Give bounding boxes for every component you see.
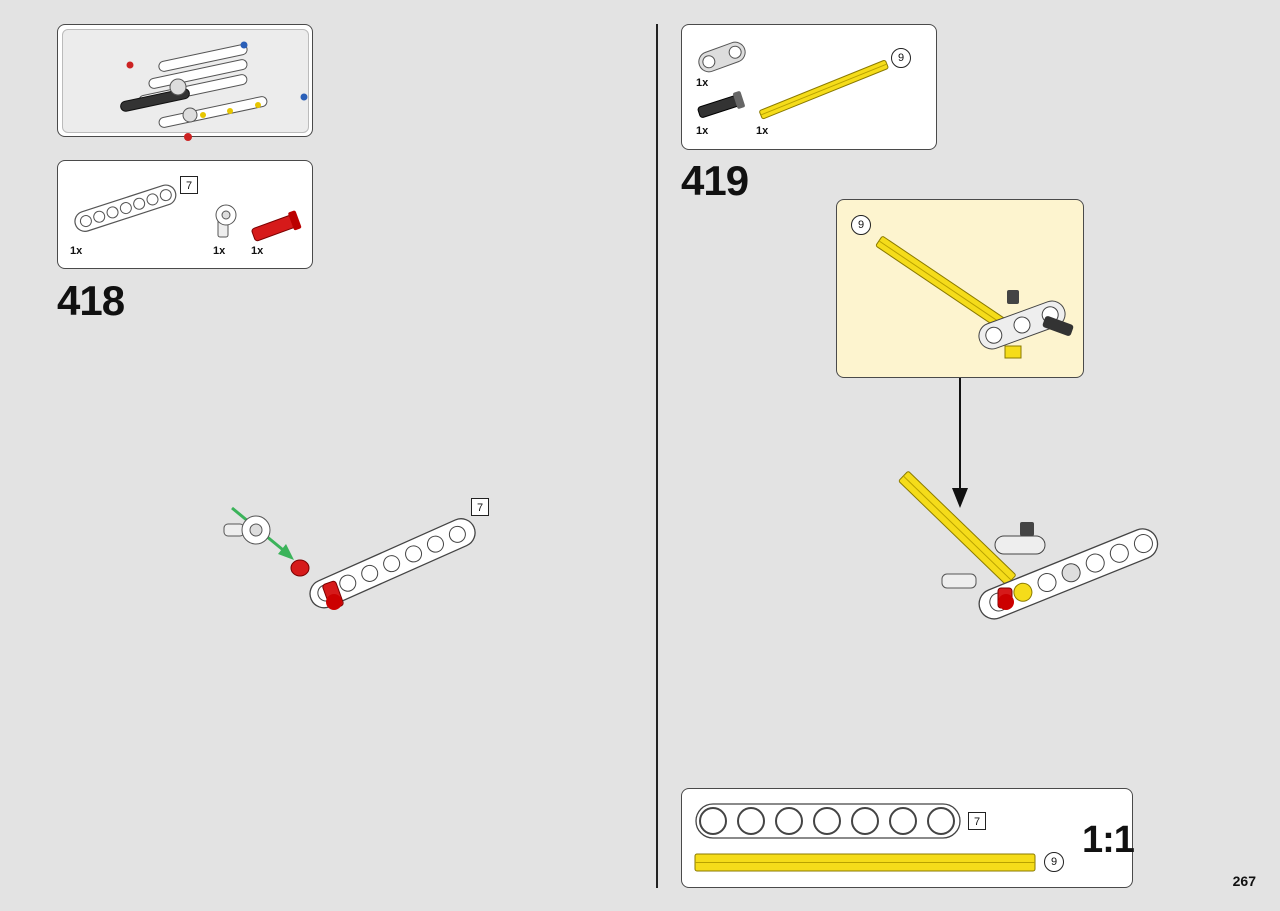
part-qty: 1x [696,77,709,89]
callout-box: 9 [836,199,1084,378]
beam-length-badge: 7 [180,176,198,194]
part-qty: 1x [696,125,709,137]
double-connector-icon [698,41,746,73]
assembly-418 [223,506,476,610]
scale-label: 1:1 [1082,819,1135,861]
part-qty: 1x [756,125,769,137]
step-number-419: 419 [681,157,749,204]
assembly-beam-badge: 7 [471,498,489,516]
parts-list-418: 7 1x 1x 1x [57,160,313,269]
page-divider [656,24,658,888]
callout-arrow [952,378,968,508]
yellow-axle-icon [759,59,889,120]
scale-axle-icon [694,853,1036,872]
beam-7-icon [74,184,177,232]
scale-beam-icon [695,803,961,839]
page-number: 267 [1232,873,1256,889]
assembly-419 [898,471,1159,620]
step-number-418: 418 [57,277,125,324]
scale-axle-badge: 9 [1044,852,1064,872]
part-qty: 1x [70,245,83,257]
callout-axle-badge: 9 [851,215,871,235]
axle-length-badge: 9 [891,48,911,68]
red-pin-icon [251,210,302,242]
pin-connector-icon [215,204,237,238]
black-pin-icon [697,91,745,118]
scale-beam-badge: 7 [968,812,986,830]
part-qty: 1x [251,245,264,257]
part-qty: 1x [213,245,226,257]
submodel-preview-box [57,24,313,141]
submodel-thumbnail [120,41,308,141]
scale-box: 7 9 1:1 [681,788,1135,888]
parts-list-419: 1x 1x 9 1x [681,24,937,150]
callout-assembly [875,236,1074,359]
